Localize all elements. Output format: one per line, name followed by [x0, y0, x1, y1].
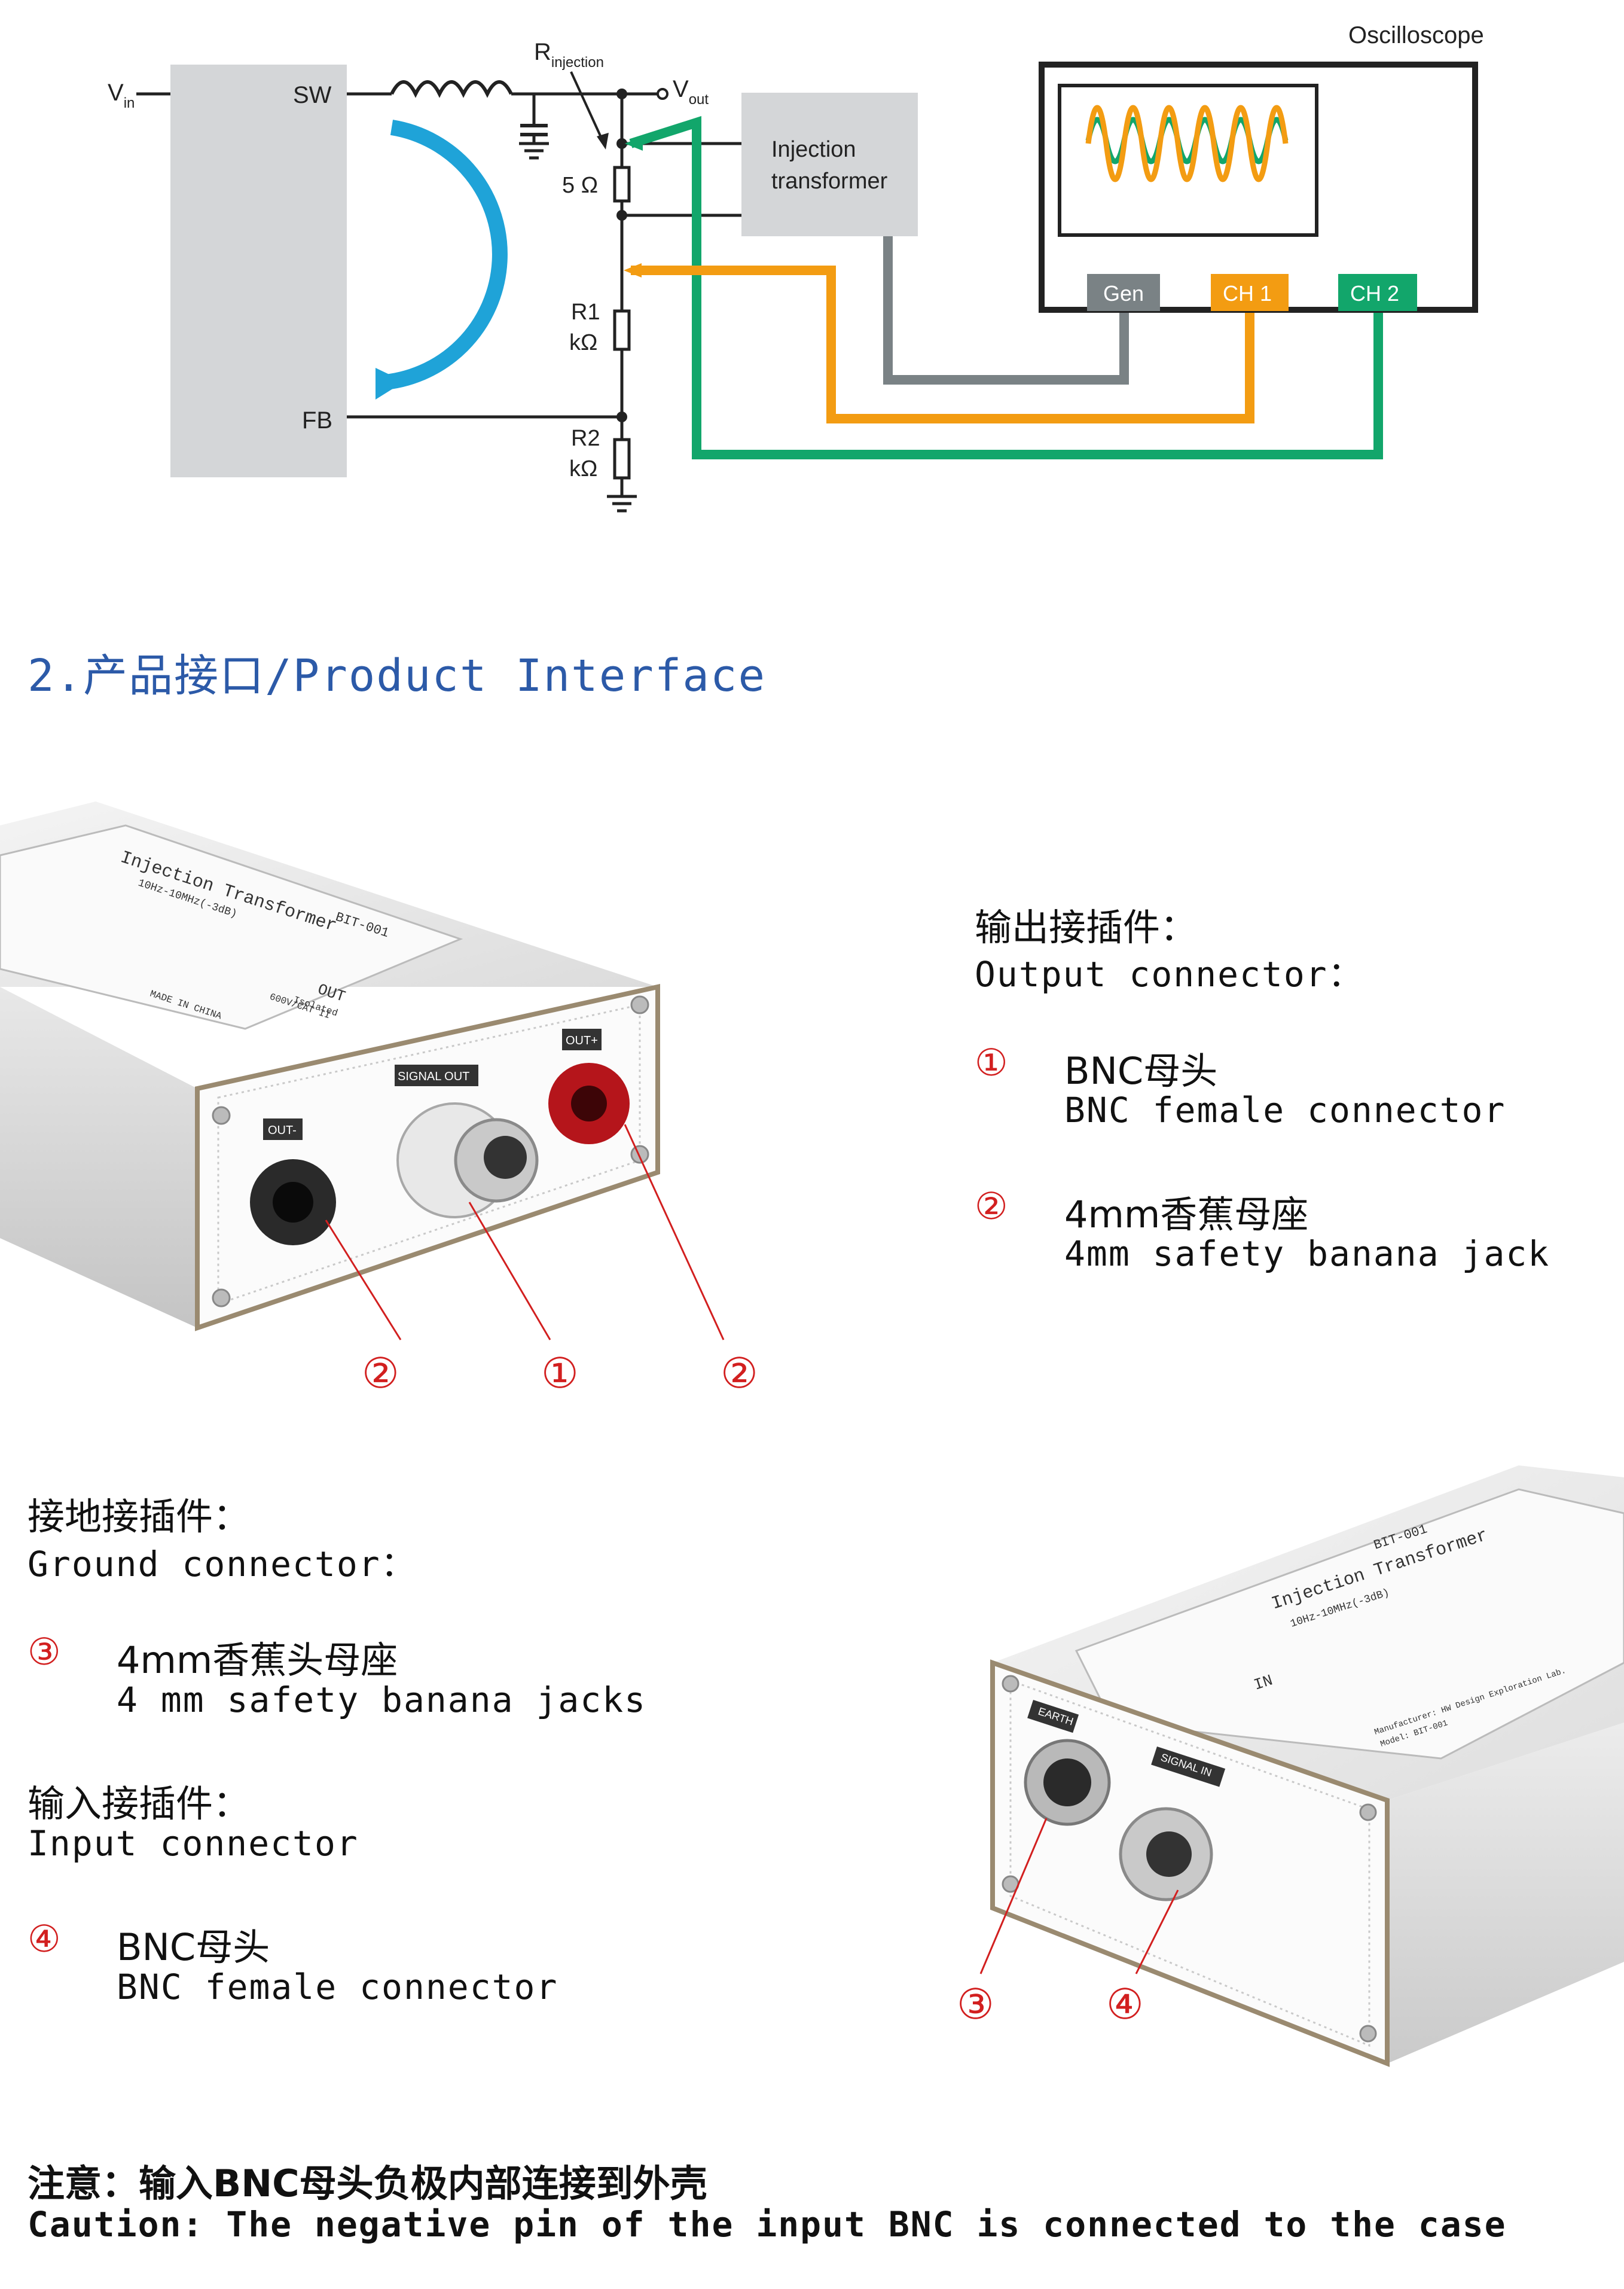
ch2-port[interactable] — [1338, 274, 1417, 311]
rinjection-label: Rinjection — [534, 39, 604, 71]
out-plus-tag-text: OUT+ — [566, 1034, 598, 1047]
screw-icon-3 — [212, 1288, 231, 1307]
section-title: 2.产品接口/Product Interface — [28, 650, 767, 702]
transformer-label-line1: Injection — [771, 137, 856, 162]
item1-marker: ① — [975, 1041, 1008, 1084]
out-plus-jack-hole — [571, 1086, 607, 1121]
r1-unit: kΩ — [569, 330, 597, 355]
oscilloscope-label: Oscilloscope — [1348, 22, 1484, 48]
r1-resistor-icon — [613, 309, 631, 351]
ch1-probe-tip-icon — [624, 263, 642, 278]
earth-tag — [1027, 1700, 1079, 1733]
r2-label: R2 — [571, 426, 600, 451]
callout-line-3 — [979, 1818, 1048, 1974]
out-plus-tag — [562, 1029, 602, 1050]
fb-label: FB — [302, 407, 332, 434]
out-minus-tag — [263, 1118, 303, 1140]
screw2-icon-2 — [1359, 1803, 1377, 1821]
r2-resistor-icon — [613, 438, 631, 480]
output-panel-photo: BIT-001 Injection Transformer 10Hz-10MHz… — [0, 801, 758, 1398]
case2-side — [1387, 1723, 1624, 2064]
output-heading-en: Output connector： — [975, 954, 1364, 995]
callout-line-left — [325, 1220, 402, 1340]
item4-en: BNC female connector — [117, 1967, 558, 2007]
item1-en: BNC female connector — [1064, 1090, 1506, 1130]
item2-marker: ② — [975, 1184, 1008, 1228]
screw2-icon — [1002, 1675, 1019, 1693]
vin-label: Vin — [108, 80, 135, 111]
item4-cn: BNC母头 — [117, 1925, 270, 1969]
front-panel-2-inner-border — [1009, 1679, 1370, 2047]
r5-resistor-icon — [613, 166, 631, 203]
item3-marker: ③ — [28, 1630, 61, 1674]
input-panel-photo: BIT-001 Injection Transformer 10Hz-10MHz… — [957, 1465, 1624, 2067]
callout-line-right — [624, 1124, 725, 1340]
signal-out-tag — [395, 1065, 478, 1086]
item2-cn: 4mm香蕉母座 — [1064, 1193, 1309, 1236]
transformer-label-line2: transformer — [771, 169, 888, 194]
item3-cn: 4mm香蕉头母座 — [117, 1638, 398, 1682]
callout-1: ① — [541, 1349, 579, 1398]
item4-marker: ④ — [28, 1917, 61, 1961]
caution-en: Caution: The negative pin of the input B… — [28, 2204, 1507, 2245]
earth-jack-hole — [1043, 1758, 1091, 1806]
ch1-port[interactable] — [1211, 274, 1289, 311]
ch1-label: CH 1 — [1223, 281, 1272, 306]
ch2-probe-wire — [629, 116, 1383, 459]
ch2-waveform — [1085, 105, 1289, 182]
gen-label: Gen — [1103, 281, 1144, 306]
caution-cn: 注意：输入BNC母头负极内部连接到外壳 — [28, 2162, 707, 2205]
input-heading-en: Input connector — [28, 1823, 359, 1864]
feedback-loop-arc-icon — [377, 120, 508, 391]
gen-port[interactable] — [1087, 274, 1160, 311]
signal-in-bnc-hole — [1146, 1831, 1192, 1877]
r2-unit: kΩ — [569, 456, 597, 481]
output-heading-cn: 输出接插件： — [975, 906, 1198, 949]
rinjection-pointer — [570, 71, 605, 144]
ground-heading-en: Ground connector： — [28, 1544, 417, 1584]
ch2-label: CH 2 — [1350, 281, 1399, 306]
screw-icon-4 — [630, 1145, 649, 1164]
signal-out-tag-text: SIGNAL OUT — [398, 1070, 469, 1083]
callout-line-4 — [1135, 1889, 1179, 1974]
screw-icon — [212, 1106, 231, 1125]
gen-wire — [883, 236, 1129, 385]
ground-icon — [519, 142, 549, 160]
input-heading-cn: 输入接插件： — [28, 1782, 251, 1825]
screw2-icon-4 — [1359, 2025, 1377, 2043]
signal-out-bnc-hole — [484, 1136, 527, 1179]
out-minus-jack-hole — [273, 1182, 313, 1223]
case-label-sticker — [0, 824, 463, 1030]
sw-label: SW — [293, 82, 332, 108]
callout-3: ③ — [957, 1980, 994, 2029]
callout-4: ④ — [1106, 1980, 1144, 2029]
ch2-probe-tip-icon — [625, 136, 643, 151]
node-vout — [616, 89, 627, 99]
regulator-ic-block — [170, 65, 347, 477]
loop-injection-schematic: Vin SW FB Vout Rinjection 5 Ω R1 kΩ R2 k… — [108, 22, 1484, 513]
ground-heading-cn: 接地接插件： — [28, 1495, 251, 1538]
callout-2-left: ② — [362, 1349, 399, 1398]
callout-line-mid — [468, 1202, 551, 1340]
feedback-loop-arrowhead-icon — [376, 368, 404, 400]
ch1-probe-wire — [631, 266, 1254, 423]
r5-label: 5 Ω — [562, 173, 598, 198]
item2-en: 4mm safety banana jack — [1064, 1233, 1550, 1274]
out-minus-tag-text: OUT- — [268, 1124, 297, 1137]
item3-en: 4 mm safety banana jacks — [117, 1680, 647, 1720]
ground-icon-2 — [607, 495, 637, 513]
inductor-icon — [390, 80, 513, 98]
item1-cn: BNC母头 — [1064, 1049, 1218, 1093]
screw-icon-2 — [630, 995, 649, 1014]
rinjection-arrowhead-icon — [597, 133, 609, 150]
r1-label: R1 — [571, 300, 600, 325]
injection-transformer-box — [741, 93, 918, 236]
vout-label: Vout — [673, 76, 709, 108]
vout-terminal-icon — [657, 88, 668, 100]
case-side — [0, 987, 197, 1328]
callout-2-right: ② — [721, 1349, 758, 1398]
signal-in-tag — [1151, 1747, 1226, 1787]
